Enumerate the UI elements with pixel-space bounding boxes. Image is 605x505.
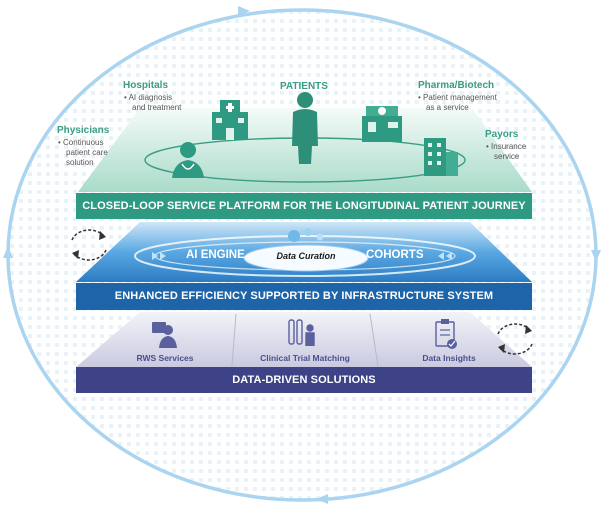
- hospitals-title: Hospitals: [123, 80, 169, 91]
- ring-arrow-top: [238, 6, 250, 16]
- clipboard-chart-icon: [435, 319, 457, 349]
- data-sphere-1: [288, 230, 300, 242]
- chevron-right-icon: [152, 252, 166, 260]
- physicians-title: Physicians: [57, 125, 110, 136]
- test-tube-icon: [288, 319, 315, 346]
- ring-arrow-bottom: [316, 494, 328, 504]
- payors-title: Payors: [485, 129, 519, 140]
- cycle-arrow-icon: [497, 323, 533, 355]
- chevron-left-icon: [438, 252, 452, 260]
- payors-desc-line: Insurance: [491, 142, 527, 151]
- solutions-banner-bg: [76, 367, 532, 393]
- data-sphere-3: [316, 233, 324, 241]
- physicians-desc: • Continuous patient care solution: [58, 138, 108, 167]
- data-curation-label: Data Curation: [276, 251, 336, 261]
- infrastructure-banner: ENHANCED EFFICIENCY SUPPORTED BY INFRAST…: [114, 290, 494, 302]
- solutions-banner: DATA-DRIVEN SOLUTIONS: [232, 374, 376, 386]
- physician-icon: [172, 142, 204, 178]
- data-curation-pill: [243, 244, 369, 272]
- hospital-icon: [212, 100, 248, 140]
- ring-arrow-left: [3, 246, 13, 258]
- payors-desc: • Insurance service: [486, 142, 527, 161]
- hospitals-desc-line: AI diagnosis: [128, 93, 173, 102]
- rws-person-icon: [152, 322, 177, 348]
- solutions-divider-2: [369, 313, 379, 367]
- cohorts-label: COHORTS: [366, 249, 424, 261]
- physicians-desc-line: Continuous: [63, 138, 104, 147]
- building-icon: [424, 138, 458, 176]
- pharmacy-icon: [362, 106, 402, 142]
- patient-icon: [292, 92, 318, 164]
- solutions-divider-1: [231, 313, 237, 367]
- pharma-desc-line: as a service: [426, 103, 469, 112]
- engine-orbit-outer: [134, 235, 476, 277]
- pharma-desc-line: Patient management: [423, 93, 497, 102]
- hospitals-desc-line: and treatment: [132, 103, 182, 112]
- ai-engine-label: AI ENGINE: [186, 249, 245, 261]
- ring-arrow-right: [591, 250, 601, 262]
- payors-desc-line: service: [494, 152, 520, 161]
- physicians-desc-line: solution: [66, 158, 94, 167]
- physicians-desc-line: patient care: [66, 148, 108, 157]
- data-insights-label: Data Insights: [422, 353, 476, 363]
- hospitals-desc: • AI diagnosis and treatment: [124, 93, 182, 112]
- cycle-arrow-icon: [71, 229, 107, 261]
- platform-banner-bg: [76, 193, 532, 219]
- platform-banner: CLOSED-LOOP SERVICE PLATFORM FOR THE LON…: [82, 200, 526, 212]
- clinical-trial-matching-label: Clinical Trial Matching: [260, 353, 350, 363]
- rws-services-label: RWS Services: [136, 353, 194, 363]
- pharma-desc: • Patient management as a service: [418, 93, 497, 112]
- data-sphere-2: [304, 228, 312, 236]
- pharma-title: Pharma/Biotech: [418, 80, 495, 91]
- patients-title: PATIENTS: [280, 81, 328, 92]
- solutions-surface: [76, 312, 532, 367]
- infra-banner-bg: [76, 283, 532, 310]
